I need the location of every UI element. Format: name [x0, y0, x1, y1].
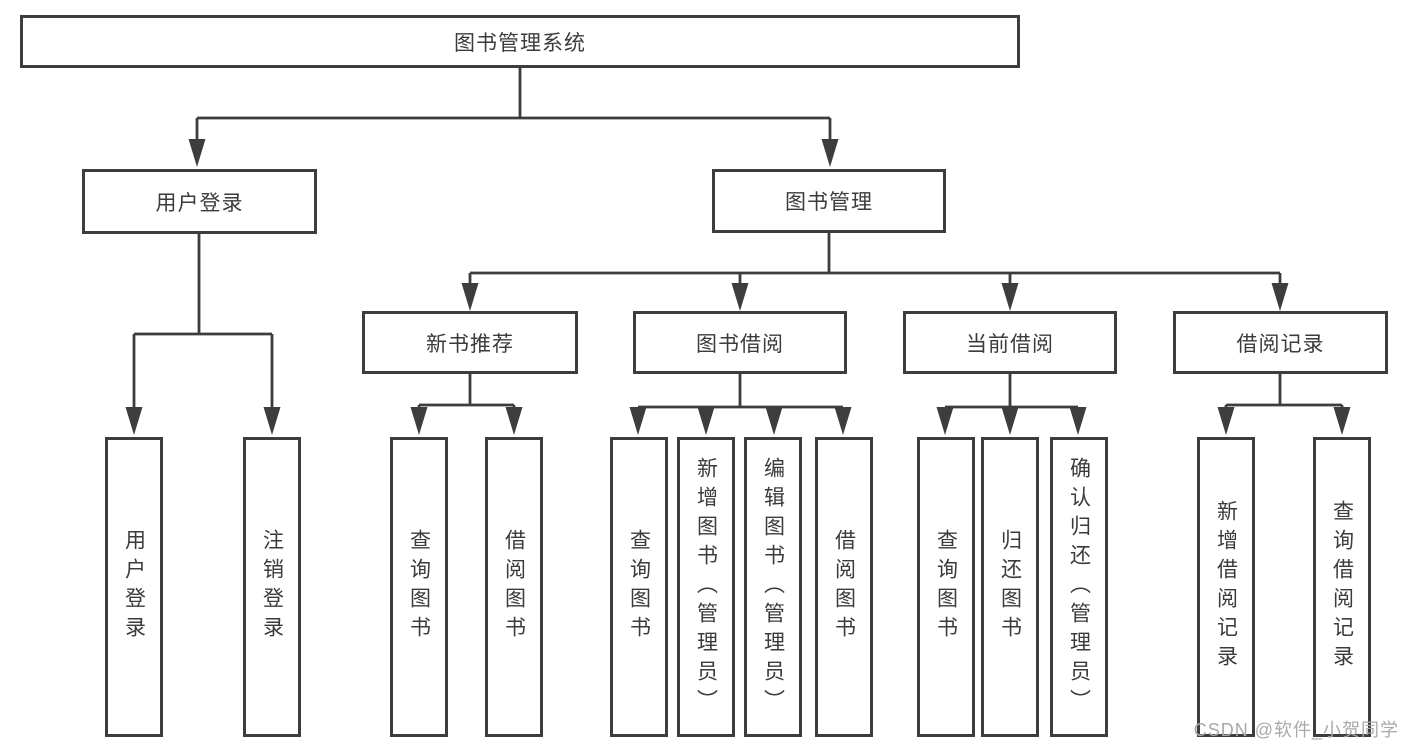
csdn-watermark: CSDN @软件_小贺同学 — [1193, 720, 1399, 740]
connector-login-to-leaves — [132, 234, 274, 411]
node-borrowing-records-label: 借阅记录 — [1236, 332, 1325, 356]
node-new-book-recommend: 新书推荐 — [362, 311, 578, 374]
node-user-login-label: 用户登录 — [155, 191, 244, 215]
leaf-add-borrow-record-label: 新增借阅记录 — [1214, 500, 1238, 674]
node-current-borrowing: 当前借阅 — [903, 311, 1117, 374]
leaf-confirm-return-admin: 确认归还（管理员） — [1050, 437, 1108, 737]
leaf-query-books-borrow: 查询图书 — [610, 437, 668, 737]
leaf-add-books-admin: 新增图书（管理员） — [677, 437, 735, 737]
connector-current-to-leaves — [943, 374, 1080, 411]
leaf-logout-label: 注销登录 — [260, 529, 284, 645]
leaf-user-login-label: 用户登录 — [122, 529, 146, 645]
node-current-borrowing-label: 当前借阅 — [966, 332, 1054, 356]
leaf-edit-books-admin-label: 编辑图书（管理员） — [761, 456, 785, 718]
leaf-add-books-admin-label: 新增图书（管理员） — [694, 456, 718, 718]
leaf-return-books-label: 归还图书 — [998, 529, 1022, 645]
leaf-query-books-recommend-label: 查询图书 — [407, 529, 431, 645]
leaf-borrow-books-recommend-label: 借阅图书 — [502, 529, 526, 645]
leaf-borrow-books: 借阅图书 — [815, 437, 873, 737]
connector-mgmt-to-level3 — [468, 233, 1282, 287]
leaf-query-books-current: 查询图书 — [917, 437, 975, 737]
leaf-confirm-return-admin-label: 确认归还（管理员） — [1067, 456, 1091, 718]
node-book-management: 图书管理 — [712, 169, 946, 233]
leaf-borrow-books-recommend: 借阅图书 — [485, 437, 543, 737]
node-new-book-recommend-label: 新书推荐 — [426, 332, 514, 356]
node-book-borrowing: 图书借阅 — [633, 311, 847, 374]
connector-newbook-to-leaves — [417, 374, 516, 411]
leaf-edit-books-admin: 编辑图书（管理员） — [744, 437, 802, 737]
leaf-query-borrow-record: 查询借阅记录 — [1313, 437, 1371, 737]
leaf-query-books-recommend: 查询图书 — [390, 437, 448, 737]
leaf-query-books-borrow-label: 查询图书 — [627, 529, 651, 645]
leaf-return-books: 归还图书 — [981, 437, 1039, 737]
node-root-system: 图书管理系统 — [20, 15, 1020, 68]
connector-borrow-to-leaves — [636, 374, 845, 411]
leaf-logout: 注销登录 — [243, 437, 301, 737]
leaf-user-login: 用户登录 — [105, 437, 163, 737]
connector-root-to-level2 — [195, 68, 832, 143]
node-root-label: 图书管理系统 — [454, 31, 586, 55]
node-book-management-label: 图书管理 — [785, 191, 873, 214]
leaf-borrow-books-label: 借阅图书 — [832, 529, 856, 645]
node-borrowing-records: 借阅记录 — [1173, 311, 1388, 374]
leaf-add-borrow-record: 新增借阅记录 — [1197, 437, 1255, 737]
connector-records-to-leaves — [1224, 374, 1344, 411]
node-book-borrowing-label: 图书借阅 — [696, 332, 784, 356]
leaf-query-borrow-record-label: 查询借阅记录 — [1330, 500, 1354, 674]
node-user-login: 用户登录 — [82, 169, 317, 234]
leaf-query-books-current-label: 查询图书 — [934, 529, 958, 645]
